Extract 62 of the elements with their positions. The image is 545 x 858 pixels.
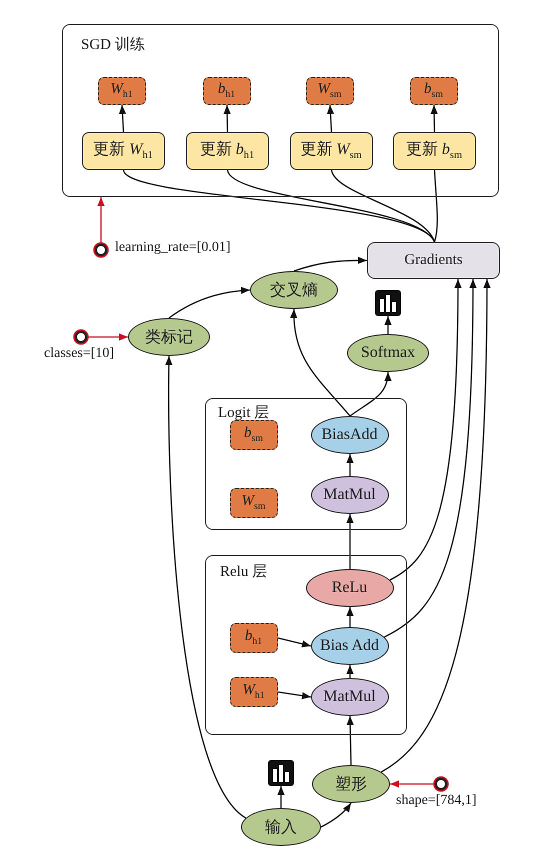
arrow bbox=[350, 372, 392, 417]
operation-ellipse: 类标记 bbox=[128, 318, 210, 356]
group-frame bbox=[62, 24, 499, 197]
arrow bbox=[346, 454, 354, 476]
operation-ellipse: Softmax bbox=[347, 334, 429, 372]
group-title: Logit 层 bbox=[218, 404, 270, 422]
operation-ellipse: MatMul bbox=[310, 678, 388, 716]
arrow bbox=[346, 665, 354, 678]
parameter-label: classes=[10] bbox=[44, 346, 114, 362]
arrow bbox=[384, 279, 476, 638]
arrow bbox=[294, 256, 367, 272]
arrow bbox=[290, 309, 350, 416]
operation-ellipse: MatMul bbox=[310, 476, 388, 514]
parameter-box: b$_{h1}$ bbox=[230, 622, 278, 652]
arrow bbox=[380, 279, 490, 773]
parameter-box: W$_{h1}$ bbox=[230, 676, 278, 706]
operation-ellipse: 输入 bbox=[241, 808, 321, 846]
arrow bbox=[278, 691, 312, 700]
arrow bbox=[320, 802, 352, 828]
parameter-box: b$_{sm}$ bbox=[230, 420, 278, 450]
arrow bbox=[278, 637, 312, 648]
update-box: 更新 b$_{sm}$ bbox=[392, 132, 476, 170]
operation-ellipse: Bias Add bbox=[310, 626, 388, 664]
arrow bbox=[97, 197, 105, 243]
arrow bbox=[326, 104, 334, 132]
parameter-box: b$_{h1}$ bbox=[202, 76, 250, 104]
arrow bbox=[224, 104, 231, 132]
bar-chart-icon bbox=[268, 760, 294, 786]
arrow bbox=[346, 607, 354, 627]
update-box: 更新 b$_{h1}$ bbox=[186, 132, 268, 170]
arrow bbox=[430, 104, 438, 132]
arrow bbox=[118, 104, 126, 132]
operation-ellipse: 塑形 bbox=[312, 765, 390, 803]
arrow bbox=[277, 786, 285, 808]
arrow bbox=[390, 780, 434, 788]
group-frame bbox=[205, 398, 407, 530]
bar-chart-icon bbox=[375, 290, 401, 316]
parameter-label: shape=[784,1] bbox=[396, 793, 477, 809]
group-title: SGD 训练 bbox=[81, 36, 145, 54]
arrow bbox=[88, 333, 128, 341]
parameter-label: learning_rate=[0.01] bbox=[115, 240, 231, 256]
arrow bbox=[384, 316, 392, 334]
connector bbox=[330, 170, 436, 242]
arrow bbox=[346, 716, 354, 766]
group-title: Relu 层 bbox=[220, 563, 268, 581]
parameter-box: W$_{sm}$ bbox=[306, 76, 354, 104]
arrow bbox=[346, 514, 354, 569]
update-box: 更新 W$_{sm}$ bbox=[290, 132, 372, 170]
parameter-box: W$_{h1}$ bbox=[98, 76, 146, 104]
group-frame bbox=[205, 555, 407, 735]
operation-ellipse: ReLu bbox=[306, 568, 394, 606]
operation-ellipse: 交叉熵 bbox=[250, 271, 338, 309]
connector bbox=[226, 170, 435, 242]
arrow bbox=[165, 356, 246, 818]
gradients-box: Gradients bbox=[367, 242, 500, 279]
arrow bbox=[390, 279, 462, 581]
update-box: 更新 W$_{h1}$ bbox=[82, 132, 164, 170]
operation-ellipse: BiasAdd bbox=[310, 416, 388, 454]
parameter-box: W$_{sm}$ bbox=[230, 488, 278, 518]
parameter-box: b$_{sm}$ bbox=[410, 76, 458, 104]
connector bbox=[434, 170, 438, 242]
arrow bbox=[168, 286, 250, 319]
